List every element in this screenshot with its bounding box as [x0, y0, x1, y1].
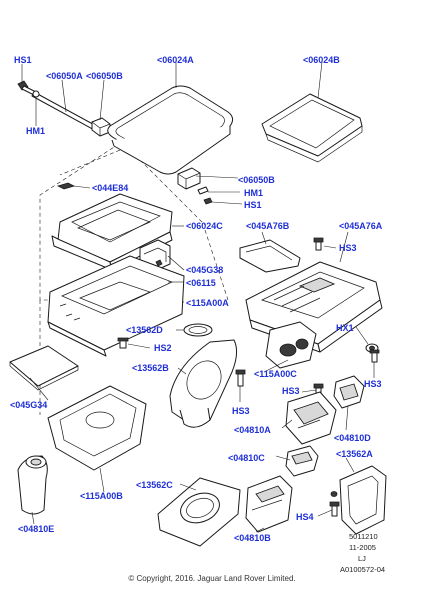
callout-hs3-right[interactable]: HS3	[364, 379, 382, 389]
callout-04810c[interactable]: <04810C	[228, 453, 265, 463]
panel-045a76b	[239, 239, 301, 273]
callout-06115[interactable]: <06115	[186, 278, 216, 288]
drawing-id: A0100572-04	[340, 565, 386, 574]
box-04810c	[285, 445, 319, 477]
leader-lines	[21, 61, 375, 533]
callout-045a76a[interactable]: <045A76A	[339, 221, 383, 231]
callout-hs3-lower[interactable]: HS3	[282, 386, 300, 396]
callout-06024a[interactable]: <06024A	[157, 55, 194, 65]
mat-045g34	[9, 345, 79, 391]
callout-13562d[interactable]: <13562D	[126, 325, 163, 335]
callout-044e84[interactable]: <044E84	[92, 183, 129, 193]
callout-115a00b[interactable]: <115A00B	[80, 491, 123, 501]
callout-hm1-top[interactable]: HM1	[26, 126, 46, 136]
ref-code: 5011210	[349, 532, 378, 541]
ring-13562d	[183, 323, 213, 337]
callout-13562a[interactable]: <13562A	[336, 449, 373, 459]
badge-044e84	[56, 182, 76, 190]
screw-hs4	[329, 501, 340, 517]
callout-hs1-mid[interactable]: HS1	[244, 200, 262, 210]
callout-hm1-mid[interactable]: HM1	[244, 188, 264, 198]
callout-115a00c[interactable]: <115A00C	[254, 369, 297, 379]
callout-04810e[interactable]: <04810E	[18, 524, 55, 534]
bin-115a00b	[47, 385, 147, 471]
callout-13562b[interactable]: <13562B	[132, 363, 169, 373]
sleeve-13562b	[169, 339, 238, 428]
callout-hs3-centre[interactable]: HS3	[232, 406, 250, 416]
callout-06050a[interactable]: <06050A	[46, 71, 83, 81]
callout-045g38[interactable]: <045G38	[186, 265, 224, 275]
callout-06024c[interactable]: <06024C	[186, 221, 223, 231]
cover-04810d	[333, 375, 365, 409]
author-initials: LJ	[358, 554, 366, 563]
callout-hs3-upper[interactable]: HS3	[339, 243, 357, 253]
drawing-date: 11-2005	[349, 543, 376, 552]
ashtray-04810e	[17, 455, 48, 515]
tray-body-115a00a	[47, 255, 185, 357]
bezel-115a00c	[265, 321, 317, 369]
copyright-notice: © Copyright, 2016. Jaguar Land Rover Lim…	[128, 574, 296, 583]
tray-04810a	[285, 391, 337, 445]
ashtray-04810b	[245, 475, 293, 533]
holder-13562a	[330, 465, 387, 535]
callout-13562c[interactable]: <13562C	[136, 480, 173, 490]
callout-hs2[interactable]: HS2	[154, 343, 172, 353]
callout-045g34[interactable]: <045G34	[10, 400, 48, 410]
screw-hs3-right	[369, 349, 380, 363]
callout-06024b[interactable]: <06024B	[303, 55, 340, 65]
hinge-06050b-mid	[177, 167, 213, 205]
callout-06050b-mid[interactable]: <06050B	[238, 175, 275, 185]
callout-06050b-top[interactable]: <06050B	[86, 71, 123, 81]
callout-hx1[interactable]: HX1	[336, 323, 354, 333]
screw-hs3-upper	[313, 237, 324, 251]
callout-hs1-top[interactable]: HS1	[14, 55, 32, 65]
callout-hs4[interactable]: HS4	[296, 512, 314, 522]
callout-045a76b[interactable]: <045A76B	[246, 221, 290, 231]
callout-04810a[interactable]: <04810A	[234, 425, 271, 435]
screw-hs3-centre	[235, 369, 246, 387]
screw-hs2	[117, 337, 129, 349]
hinge-clip-06050b-top	[91, 117, 111, 137]
callout-04810b[interactable]: <04810B	[234, 533, 271, 543]
lid-06024b	[261, 93, 363, 163]
callout-115a00a[interactable]: <115A00A	[186, 298, 229, 308]
lid-06024a	[107, 85, 234, 175]
callout-04810d[interactable]: <04810D	[334, 433, 371, 443]
frame-13562c	[157, 477, 241, 547]
